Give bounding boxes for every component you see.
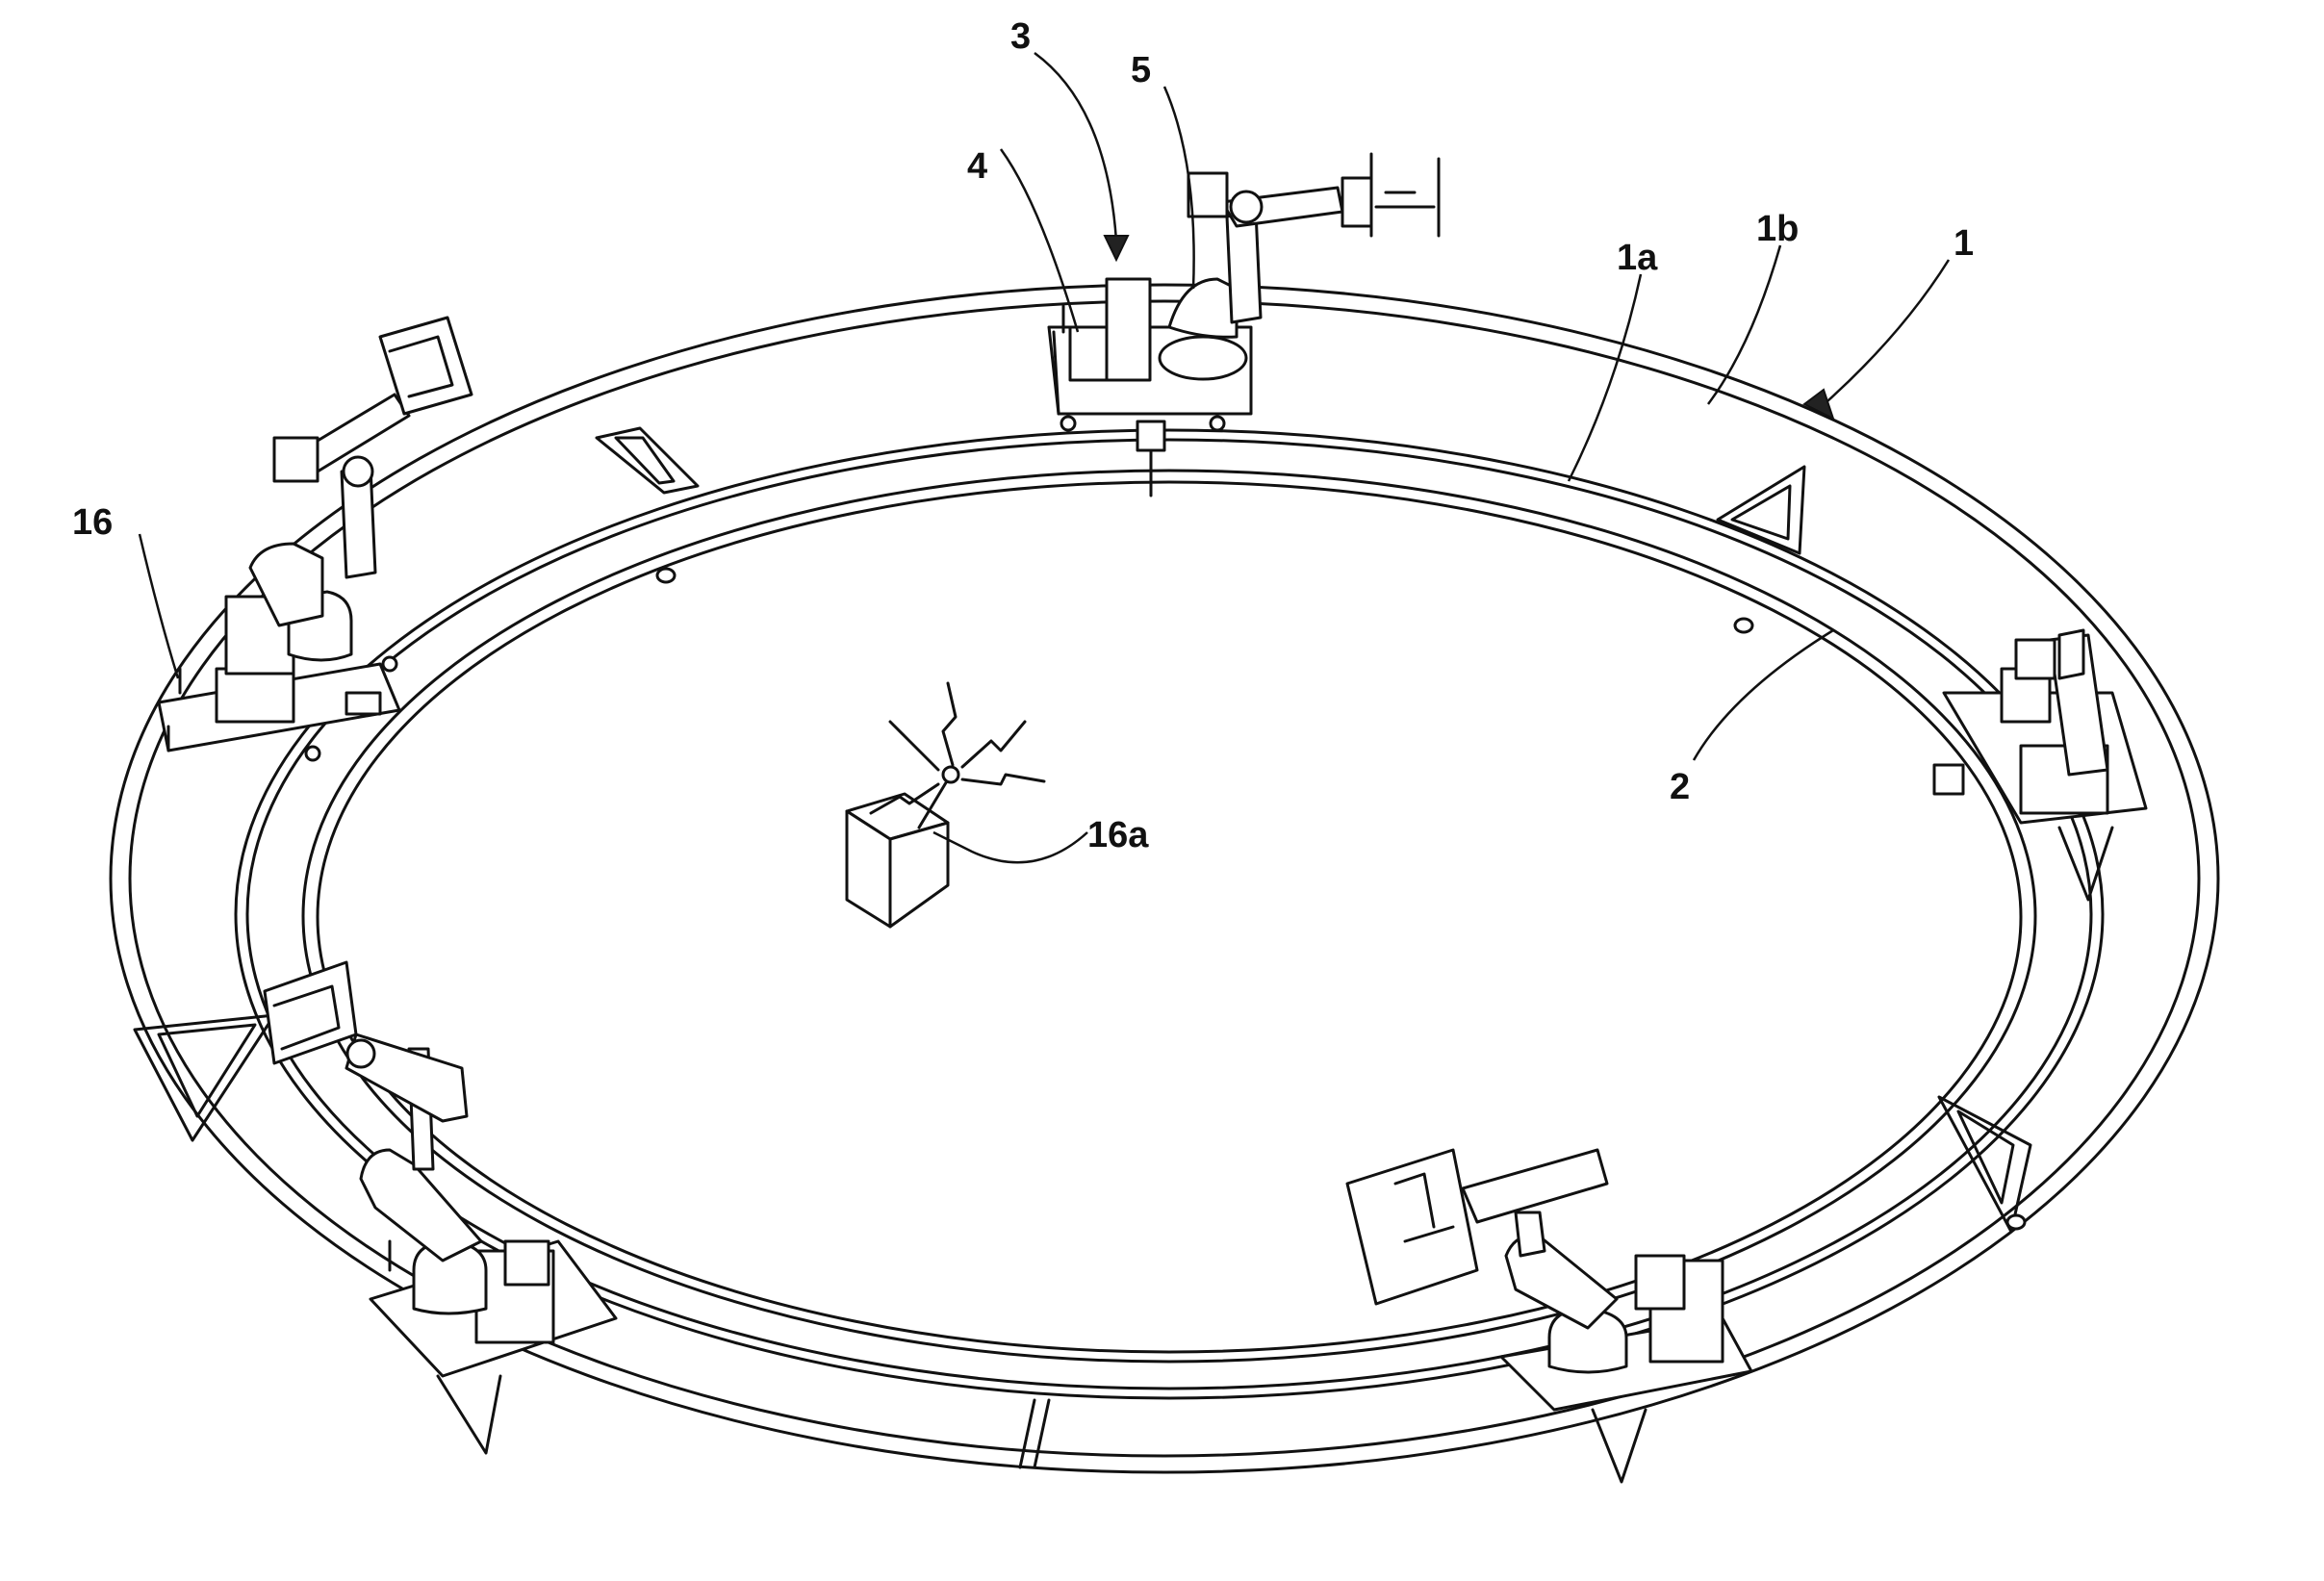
- robot-arm-shoulder: [1169, 279, 1237, 337]
- robot-arm-upper: [1227, 212, 1261, 322]
- robot-station-lower-left: [265, 962, 616, 1453]
- bracket-left: [135, 1015, 274, 1140]
- leader-lines: [140, 53, 1949, 862]
- leader-16a: [933, 832, 1087, 862]
- wheel: [1061, 417, 1075, 430]
- connector: [1934, 765, 1963, 794]
- foot: [657, 569, 675, 582]
- transmitter-box-side: [890, 823, 948, 927]
- brace-bottom-b: [1034, 1400, 1049, 1467]
- leader-5: [1164, 87, 1194, 289]
- leader-1b: [1708, 245, 1780, 404]
- foot: [2007, 1215, 2025, 1229]
- leader-16: [140, 534, 178, 678]
- robot-wrist: [274, 438, 318, 481]
- signal-bolt: [890, 722, 938, 770]
- wheel: [306, 747, 319, 760]
- robot-arm-base: [1160, 337, 1246, 379]
- label-4: 4: [967, 146, 987, 187]
- wheel: [383, 657, 396, 671]
- robot-arm-wrist: [1188, 173, 1227, 217]
- connector: [346, 693, 380, 714]
- controller-box-4-side: [1107, 279, 1150, 380]
- signal-bolt: [962, 775, 1044, 784]
- wheel: [1211, 417, 1224, 430]
- station-box: [217, 669, 294, 722]
- robot-arm-upper: [2059, 630, 2083, 678]
- leader-1: [1819, 260, 1949, 409]
- leader-2: [1694, 630, 1833, 760]
- label-3: 3: [1010, 16, 1031, 57]
- leader-3: [1034, 53, 1116, 241]
- robot-joint: [344, 457, 372, 486]
- robot-upper-arm: [1516, 1212, 1545, 1256]
- robot-tool: [1371, 154, 1439, 236]
- robot-unit-top: [1049, 154, 1439, 496]
- rail-connector: [1137, 421, 1164, 450]
- robot-station-left: [159, 318, 472, 760]
- signal-bolt: [962, 722, 1025, 767]
- foot: [1735, 619, 1752, 632]
- robot-tool: [2016, 640, 2055, 678]
- bracket-upper-left: [597, 428, 698, 493]
- station-box-upper: [505, 1241, 549, 1285]
- label-1b: 1b: [1756, 209, 1799, 249]
- arrowhead-3: [1105, 236, 1128, 260]
- brace-bottom: [1020, 1400, 1034, 1467]
- inner-rail-inner-edge: [303, 471, 2035, 1362]
- controller-box-4: [1070, 327, 1109, 380]
- station-leg: [1593, 1410, 1646, 1482]
- track-floor-edge: [318, 482, 2021, 1352]
- robot-arm-joint: [1231, 191, 1262, 222]
- robot-joint: [347, 1040, 374, 1067]
- label-1: 1: [1954, 223, 1974, 264]
- label-16: 16: [72, 502, 113, 543]
- label-2: 2: [1670, 767, 1690, 807]
- wireless-transmitter: [847, 683, 1044, 927]
- signal-bolt: [943, 683, 956, 765]
- label-16a: 16a: [1087, 815, 1149, 855]
- station-leg: [438, 1376, 500, 1453]
- robot-gripper: [1342, 178, 1371, 226]
- leader-1a: [1569, 274, 1641, 481]
- label-1a: 1a: [1617, 238, 1658, 278]
- label-5: 5: [1131, 50, 1151, 90]
- robot-tool: [1347, 1150, 1477, 1304]
- antenna-tip: [943, 767, 958, 782]
- station-box-upper: [1636, 1256, 1684, 1309]
